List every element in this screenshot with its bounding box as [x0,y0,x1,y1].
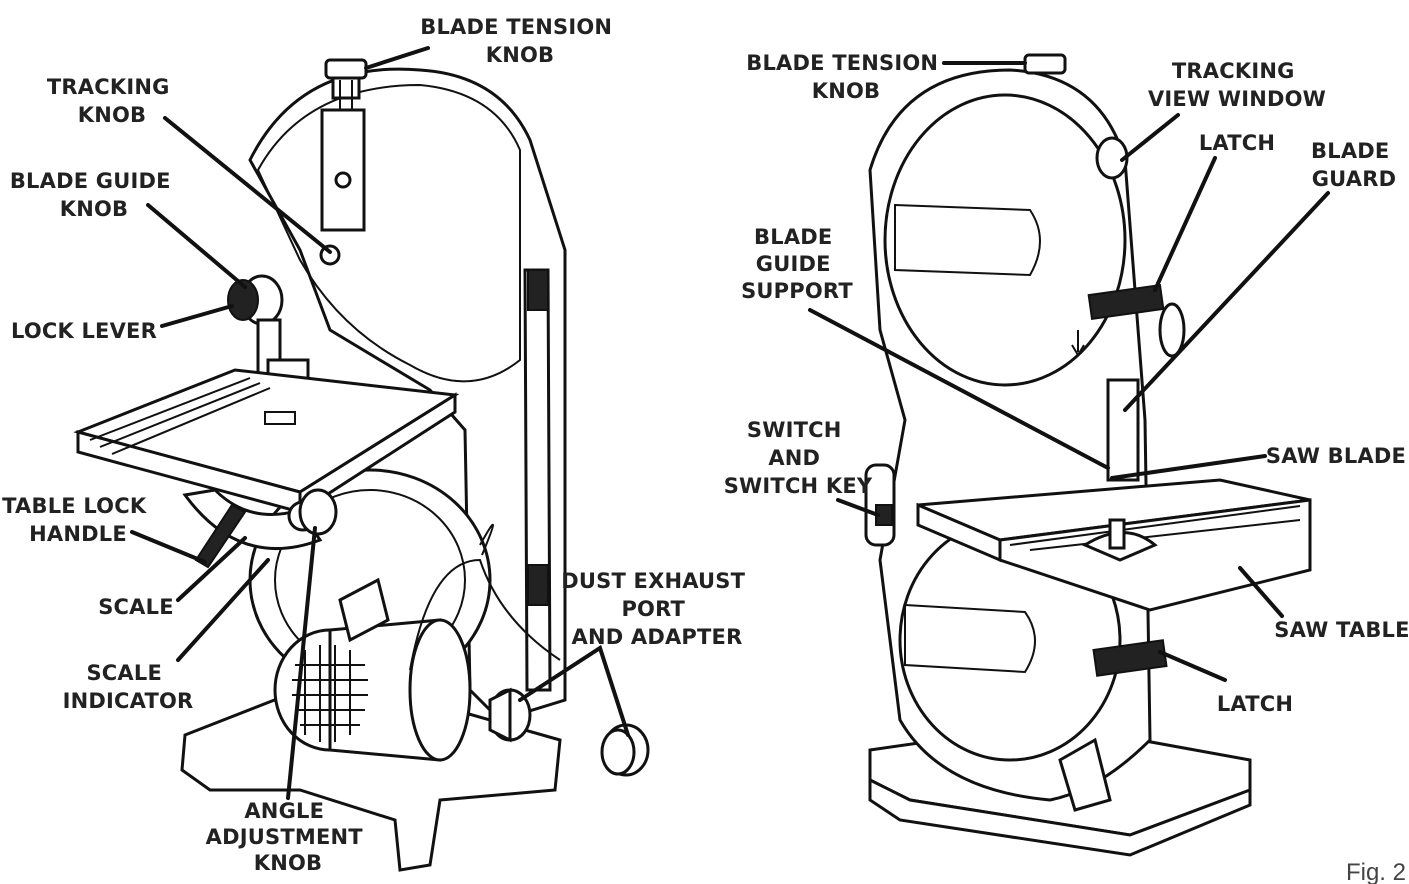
right-band-saw-illustration [864,53,1312,857]
left-band-saw-illustration [73,58,650,872]
label-saw-table: SAW TABLE [1274,618,1409,642]
label-blade-guide-support: BLADE GUIDE SUPPORT [741,225,853,303]
leader-blade-guard [1123,191,1330,412]
figure-caption: Fig. 2 [1346,859,1406,884]
leader-lock-lever [160,304,234,328]
leader-scale [176,536,247,602]
leader-scale-indicator [176,558,270,662]
label-switch-and-key: SWITCH AND SWITCH KEY [724,418,873,498]
label-tracking-view-window: TRACKING VIEW WINDOW [1148,59,1326,111]
leader-blade-guide-support [808,308,1110,470]
label-blade-guard: BLADE GUARD [1311,139,1397,191]
label-dust-exhaust-port: DUST EXHAUST PORT AND ADAPTER [561,569,752,649]
label-blade-tension-knob-right: BLADE TENSION KNOB [746,51,945,103]
label-latch-top: LATCH [1199,131,1275,155]
left-labels: BLADE TENSION KNOB TRACKING KNOB BLADE G… [2,15,752,875]
right-labels: BLADE TENSION KNOB TRACKING VIEW WINDOW … [724,51,1409,716]
leader-blade-tension-left [364,46,430,70]
leader-latch-bottom [1158,650,1227,682]
leader-latch-top [1153,156,1217,292]
leader-dust-port [518,644,630,737]
leader-table-lock-handle [130,530,207,564]
leader-saw-blade [1110,454,1267,480]
label-blade-tension-knob-left: BLADE TENSION KNOB [420,15,619,67]
leader-angle-adjustment [286,526,317,800]
label-lock-lever: LOCK LEVER [11,319,157,343]
leader-tracking-knob [163,116,332,254]
label-blade-guide-knob: BLADE GUIDE KNOB [10,169,178,221]
label-table-lock-handle: TABLE LOCK HANDLE [2,494,154,546]
leader-blade-guide-knob [146,203,247,289]
leader-saw-table [1238,566,1284,618]
label-angle-adjustment-knob: ANGLE ADJUSTMENT KNOB [206,799,371,875]
leader-tracking-window [1120,113,1180,162]
leader-lines [130,46,1330,800]
label-latch-bottom: LATCH [1217,692,1293,716]
label-saw-blade: SAW BLADE [1266,444,1406,468]
label-scale: SCALE [98,595,174,619]
label-scale-indicator: SCALE INDICATOR [63,661,194,713]
label-tracking-knob: TRACKING KNOB [47,75,177,127]
leader-switch [836,498,880,517]
